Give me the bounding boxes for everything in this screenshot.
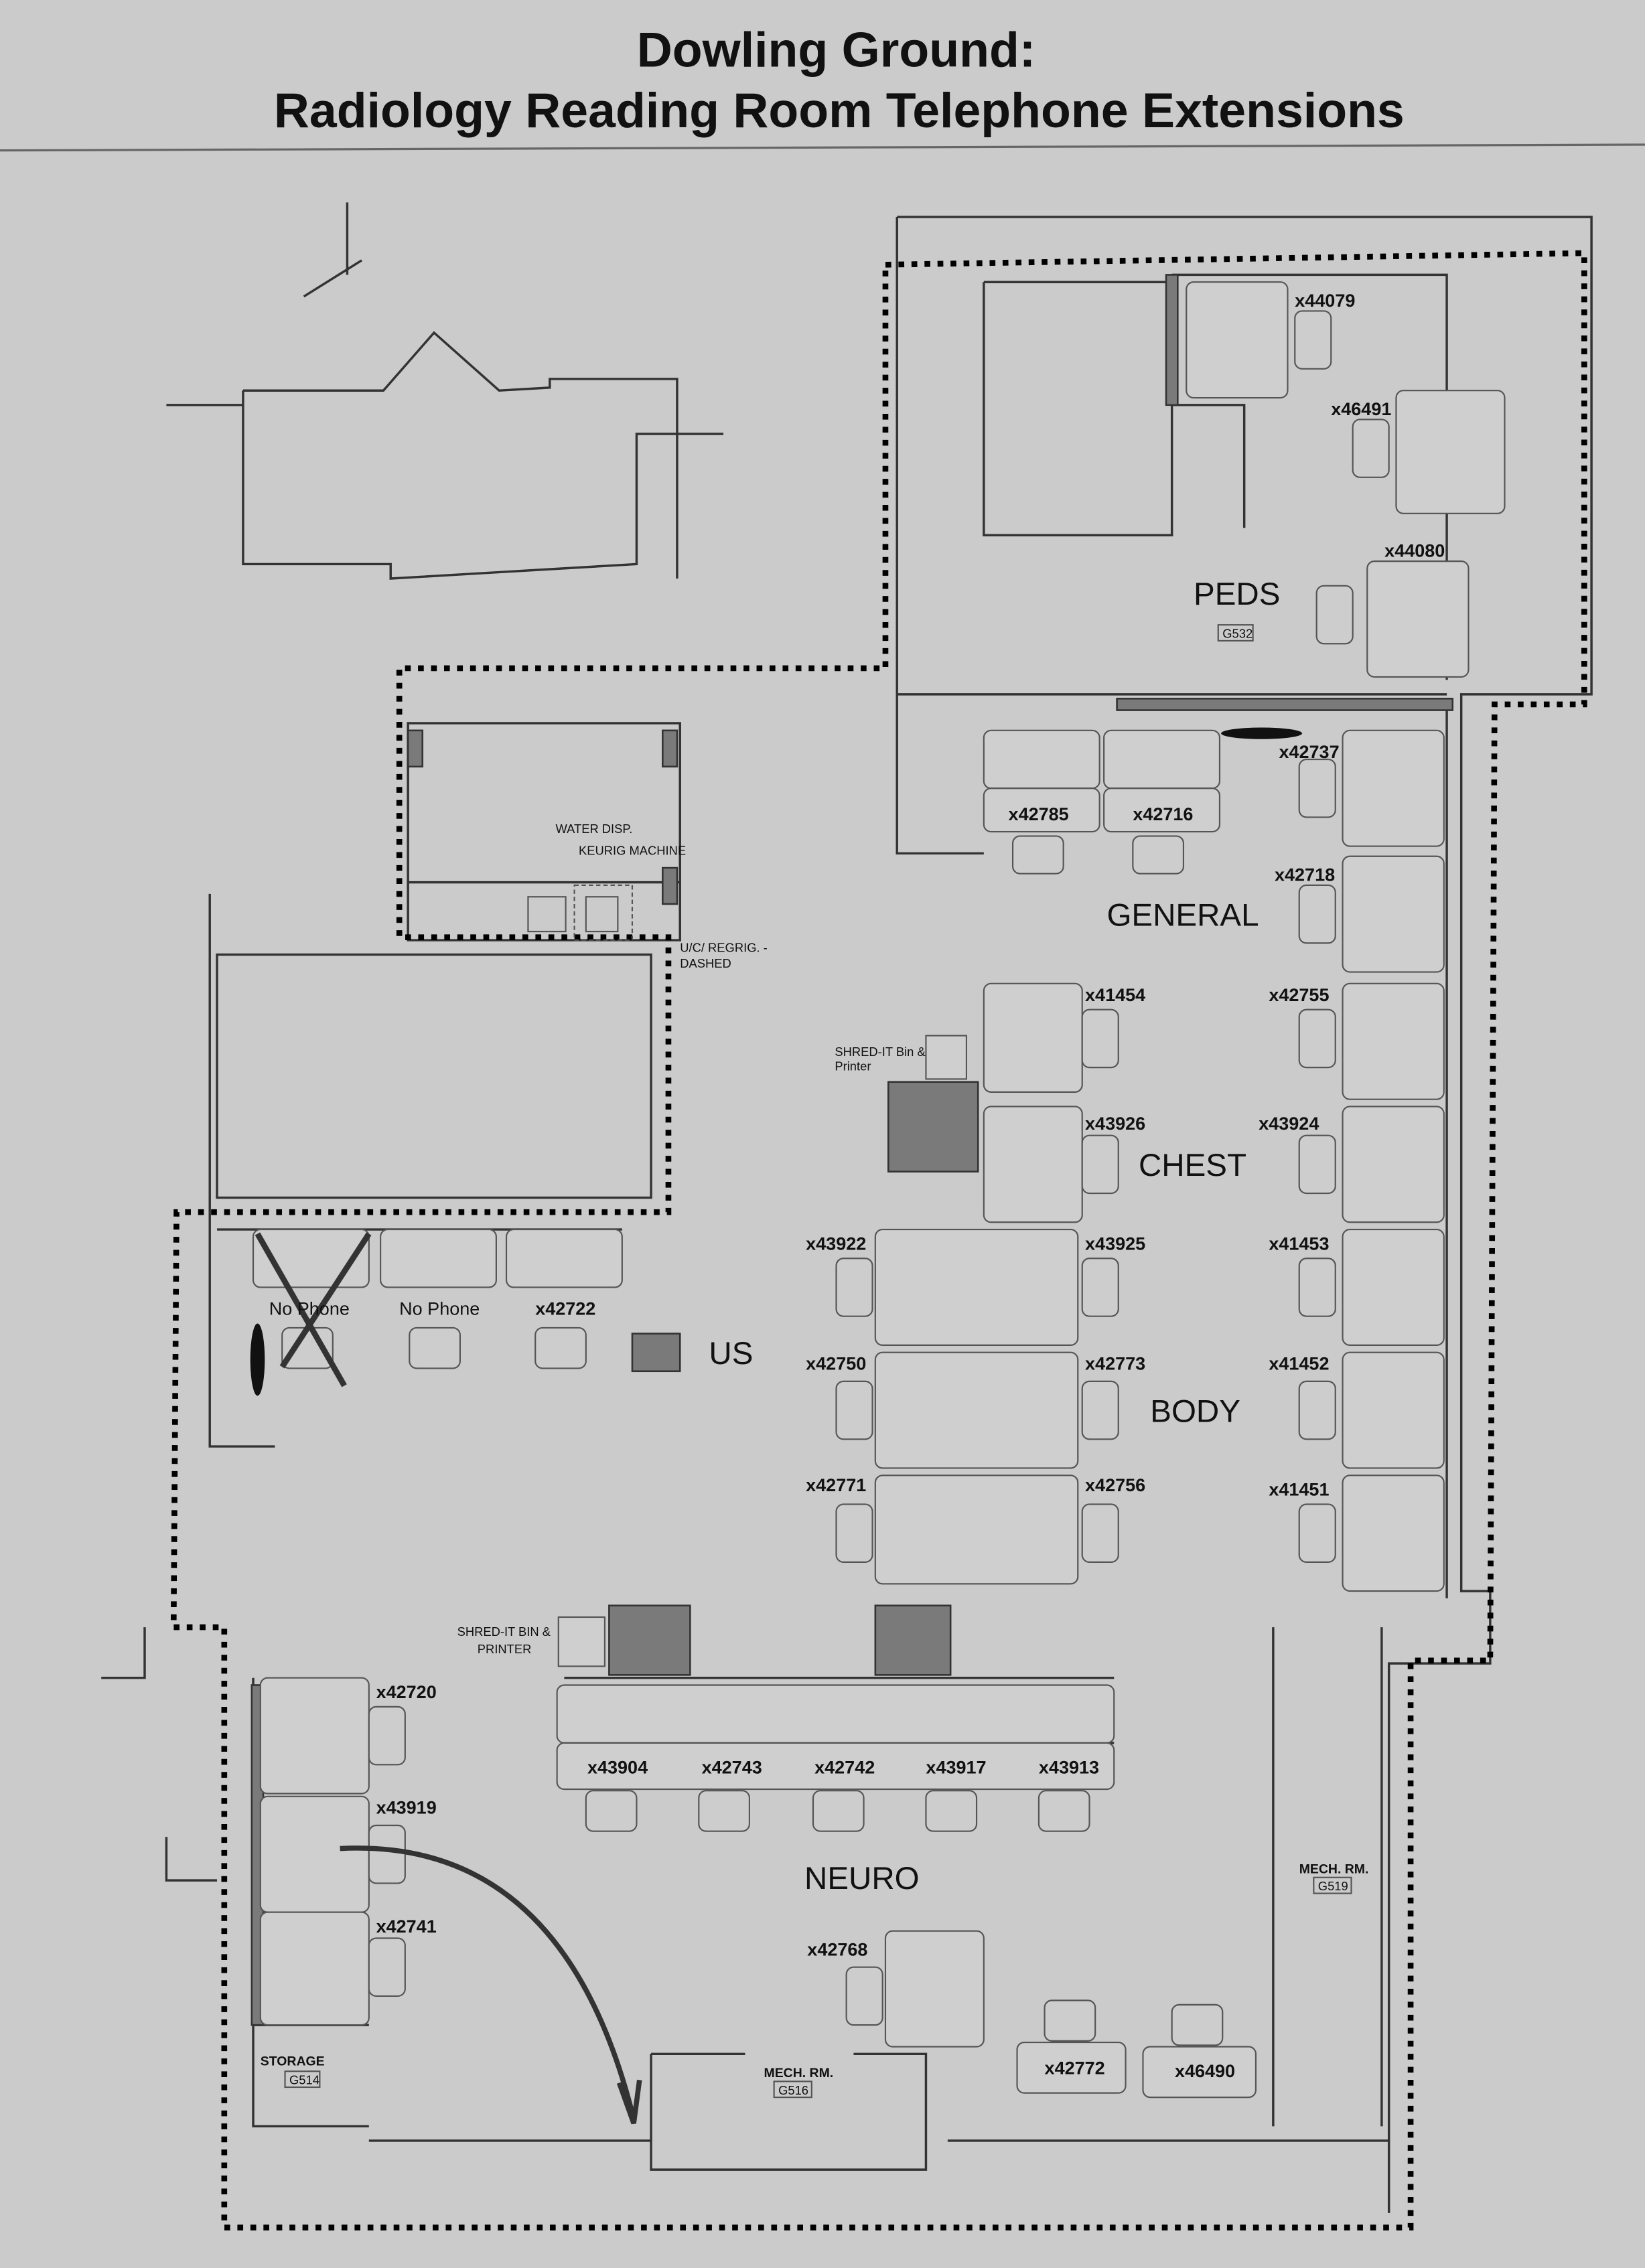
extension-label: x42771 [806, 1475, 866, 1495]
extension-label: x44080 [1384, 541, 1445, 561]
extension-label: x43919 [376, 1798, 437, 1818]
refrigerator-label-1: U/C/ REGRIG. - [680, 940, 768, 954]
zone-chest: CHEST [1139, 1148, 1246, 1183]
shelf [1116, 698, 1454, 711]
extension-label: x42716 [1133, 804, 1193, 824]
extension-label: No Phone [269, 1299, 350, 1319]
extension-label: x44079 [1295, 291, 1355, 311]
printer-top [925, 1035, 968, 1080]
extension-label: x43925 [1085, 1233, 1145, 1254]
extension-label: x42718 [1275, 864, 1335, 885]
title-line-2: Radiology Reading Room Telephone Extensi… [274, 83, 1405, 138]
marker-scribble [1221, 727, 1303, 739]
room-number-peds: G532 [1222, 627, 1253, 641]
extension-label: x42785 [1009, 804, 1069, 824]
us-equipment-block [631, 1333, 681, 1373]
extension-label: x46491 [1331, 399, 1391, 419]
water-dispenser [527, 896, 567, 933]
mech-room-516-number: G516 [778, 2083, 808, 2097]
printer-bottom [557, 1616, 605, 1667]
extension-label: x41452 [1269, 1354, 1329, 1374]
extension-label: x42742 [814, 1757, 875, 1777]
shred-printer-block-top [887, 1081, 979, 1173]
wall-column [662, 866, 678, 905]
extension-label: x42743 [702, 1757, 762, 1777]
wall-column [407, 729, 424, 768]
title-line-1: Dowling Ground: [637, 22, 1036, 77]
mech-room-516-label: MECH. RM. [764, 2066, 834, 2081]
room-tag-box [284, 2070, 321, 2089]
extension-label: x42768 [807, 1939, 867, 1959]
storage-label: STORAGE [261, 2054, 325, 2069]
extension-label: x42756 [1085, 1475, 1145, 1495]
arrow-head-icon [616, 2079, 642, 2125]
room-tag-box [1217, 624, 1254, 641]
refrigerator-dashed [573, 884, 634, 941]
zone-body: BODY [1150, 1393, 1240, 1429]
cross-out-mark [255, 1232, 372, 1387]
wall-column [1165, 274, 1179, 406]
mech-room-519-number: G519 [1318, 1879, 1348, 1893]
storage-number: G514 [289, 2073, 319, 2087]
wall-column [662, 729, 678, 768]
extension-label: x42750 [806, 1354, 866, 1374]
extension-label: No Phone [399, 1299, 480, 1319]
room-tag-box [1313, 1876, 1352, 1894]
keurig-label: KEURIG MACHINE [579, 844, 686, 858]
extension-label: x42737 [1279, 742, 1340, 762]
extension-label: x42773 [1085, 1354, 1145, 1374]
extension-label: x42741 [376, 1916, 437, 1937]
extension-label: x43926 [1085, 1114, 1145, 1134]
shred-top-label-1: SHRED-IT Bin & [835, 1045, 925, 1059]
shred-bottom-label-2: PRINTER [478, 1642, 532, 1656]
extension-label: x42772 [1045, 2058, 1105, 2078]
zone-peds: PEDS [1194, 577, 1280, 612]
marker-scribble [250, 1323, 265, 1396]
refrigerator-label-2: DASHED [680, 956, 731, 970]
extension-label: x43917 [926, 1757, 986, 1777]
room-tag-box [773, 2081, 812, 2099]
extension-label: x41451 [1269, 1480, 1329, 1500]
zone-neuro: NEURO [804, 1861, 920, 1896]
desks [252, 281, 1506, 2099]
extension-label: x42720 [376, 1682, 437, 1702]
shred-bin-bottom [874, 1604, 952, 1676]
zone-us: US [709, 1336, 753, 1371]
shred-bottom-label-1: SHRED-IT BIN & [457, 1624, 551, 1639]
keurig-machine [585, 896, 619, 933]
extension-label: x41454 [1085, 985, 1145, 1005]
extension-label: x41453 [1269, 1233, 1329, 1254]
water-dispenser-label: WATER DISP. [555, 822, 632, 836]
shred-top-label-2: Printer [835, 1059, 871, 1073]
extension-label: x46490 [1175, 2061, 1235, 2081]
curved-arrow [340, 1845, 636, 2120]
extension-label: x43922 [806, 1233, 866, 1254]
title-divider [0, 143, 1645, 152]
extension-label: x42755 [1269, 985, 1329, 1005]
shred-printer-block-bottom [608, 1604, 691, 1676]
extension-label: x43924 [1259, 1114, 1319, 1134]
zone-general: GENERAL [1106, 897, 1259, 933]
extension-label: x43904 [587, 1757, 648, 1777]
mech-room-519-label: MECH. RM. [1299, 1862, 1369, 1876]
extension-labels: x44079 x46491 x44080 x42737 x42785 x4271… [269, 291, 1445, 2081]
extension-label: x43913 [1039, 1757, 1099, 1777]
extension-label: x42722 [535, 1299, 595, 1319]
